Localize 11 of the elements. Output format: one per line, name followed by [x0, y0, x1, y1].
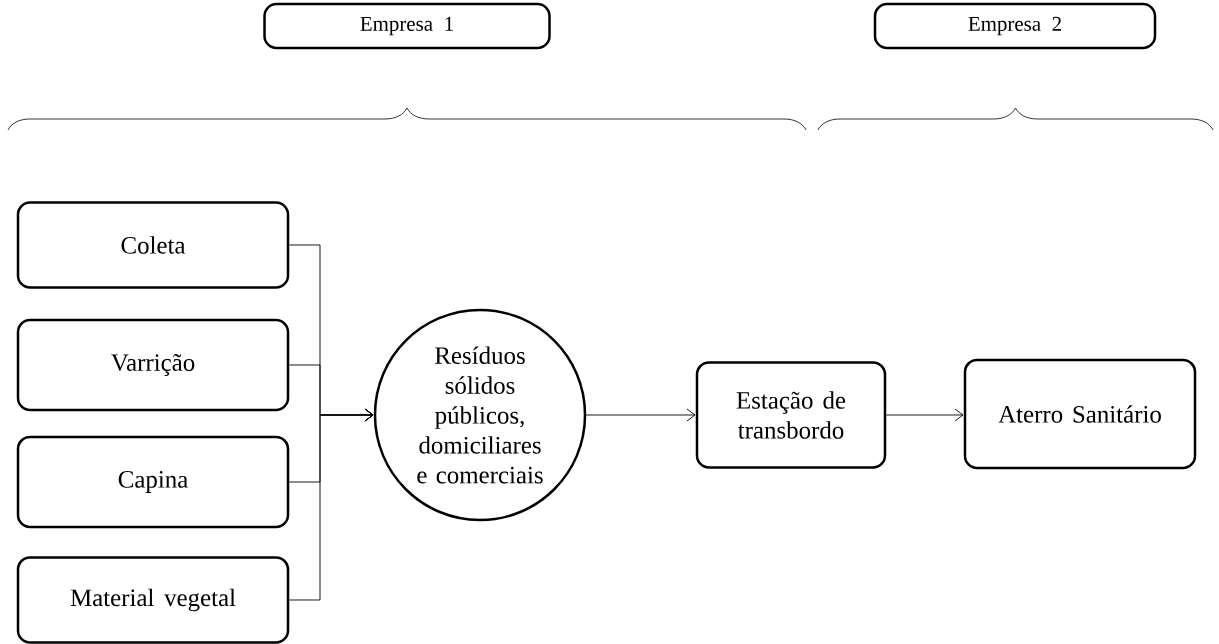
process-box: Empresa 2 — [873, 2, 1157, 50]
process-box: Aterro Sanitário — [963, 358, 1197, 470]
arrow — [885, 408, 964, 422]
process-box: Material vegetal — [16, 556, 290, 644]
process-box: Coleta — [16, 201, 290, 289]
arrow — [585, 408, 696, 422]
process-box: Capina — [16, 435, 290, 529]
process-box: Estação de transbordo — [695, 361, 887, 469]
arrow — [288, 408, 374, 601]
process-box: Varrição — [16, 318, 290, 412]
process-box: Empresa 1 — [263, 2, 551, 50]
